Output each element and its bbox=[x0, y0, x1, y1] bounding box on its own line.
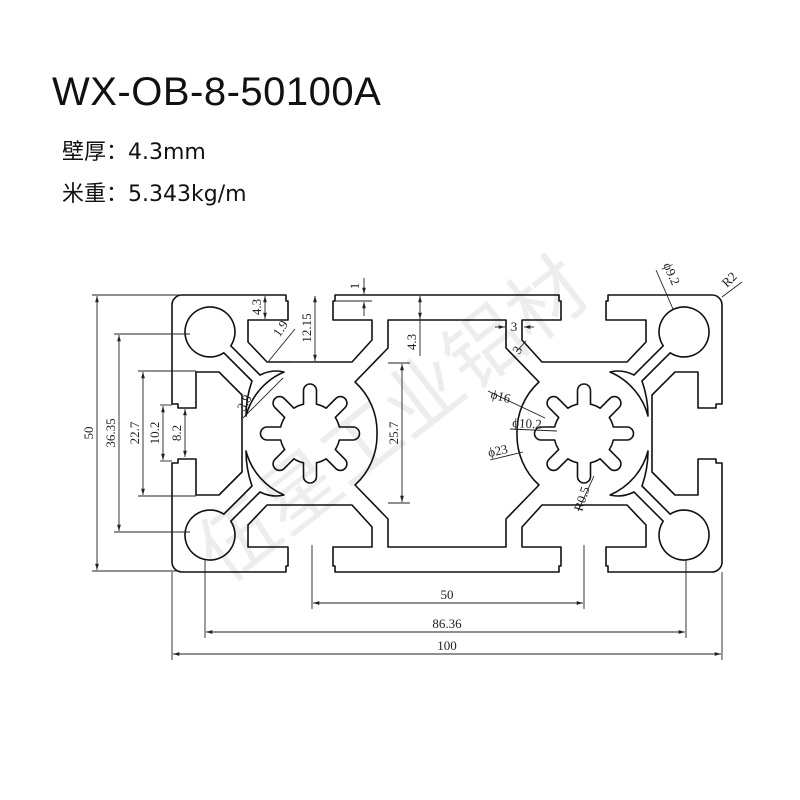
spec-label: 米重： bbox=[62, 182, 129, 207]
dim-slot-inner: 22.7 bbox=[127, 421, 142, 444]
product-title: WX-OB-8-50100A bbox=[52, 70, 382, 114]
dim-overall-height: 50 bbox=[81, 427, 96, 440]
dim-lip-step: 1 bbox=[347, 283, 362, 290]
dim-bore-10-2: ϕ10.2 bbox=[512, 415, 542, 432]
dim-claw: 3.8 bbox=[234, 392, 255, 414]
spec-label: 壁厚： bbox=[62, 140, 129, 165]
dim-wall-top: 4.3 bbox=[249, 299, 264, 315]
dimension-labels: 100 86.36 50 50 36.35 22.7 10.2 8.2 4.3 … bbox=[81, 260, 740, 653]
dim-slot-pitch: 50 bbox=[441, 587, 454, 602]
center-bore-right bbox=[533, 383, 635, 484]
dim-slot-depth: 12.15 bbox=[299, 313, 314, 342]
profile-outline bbox=[171, 294, 723, 573]
dim-wall-top-2: 4.3 bbox=[404, 334, 419, 350]
dim-slot-lip: 10.2 bbox=[147, 422, 162, 445]
dim-cavity-height: 25.7 bbox=[386, 421, 401, 444]
spec-value: 4.3mm bbox=[128, 140, 206, 165]
dim-overall-width: 100 bbox=[437, 638, 457, 653]
dim-radius-2: R2 bbox=[719, 269, 740, 290]
spec-value: 5.343kg/m bbox=[128, 182, 247, 207]
dim-hole-pitch-v: 36.35 bbox=[103, 418, 118, 447]
dim-radius-0-5: R0.5 bbox=[571, 485, 593, 513]
dim-web-width: 3 bbox=[511, 319, 518, 334]
dimension-lines bbox=[92, 269, 743, 660]
dim-bore-16: ϕ16 bbox=[489, 386, 513, 406]
dim-hole-9-2: ϕ9.2 bbox=[660, 260, 683, 287]
dim-slot-opening: 8.2 bbox=[169, 425, 184, 441]
dim-hole-pitch: 86.36 bbox=[432, 616, 462, 631]
spec-wall-thickness: 壁厚：4.3mm bbox=[62, 134, 206, 166]
spec-weight: 米重：5.343kg/m bbox=[62, 176, 247, 208]
dim-bore-23: ϕ23 bbox=[487, 441, 510, 460]
center-bore-left bbox=[259, 383, 361, 484]
